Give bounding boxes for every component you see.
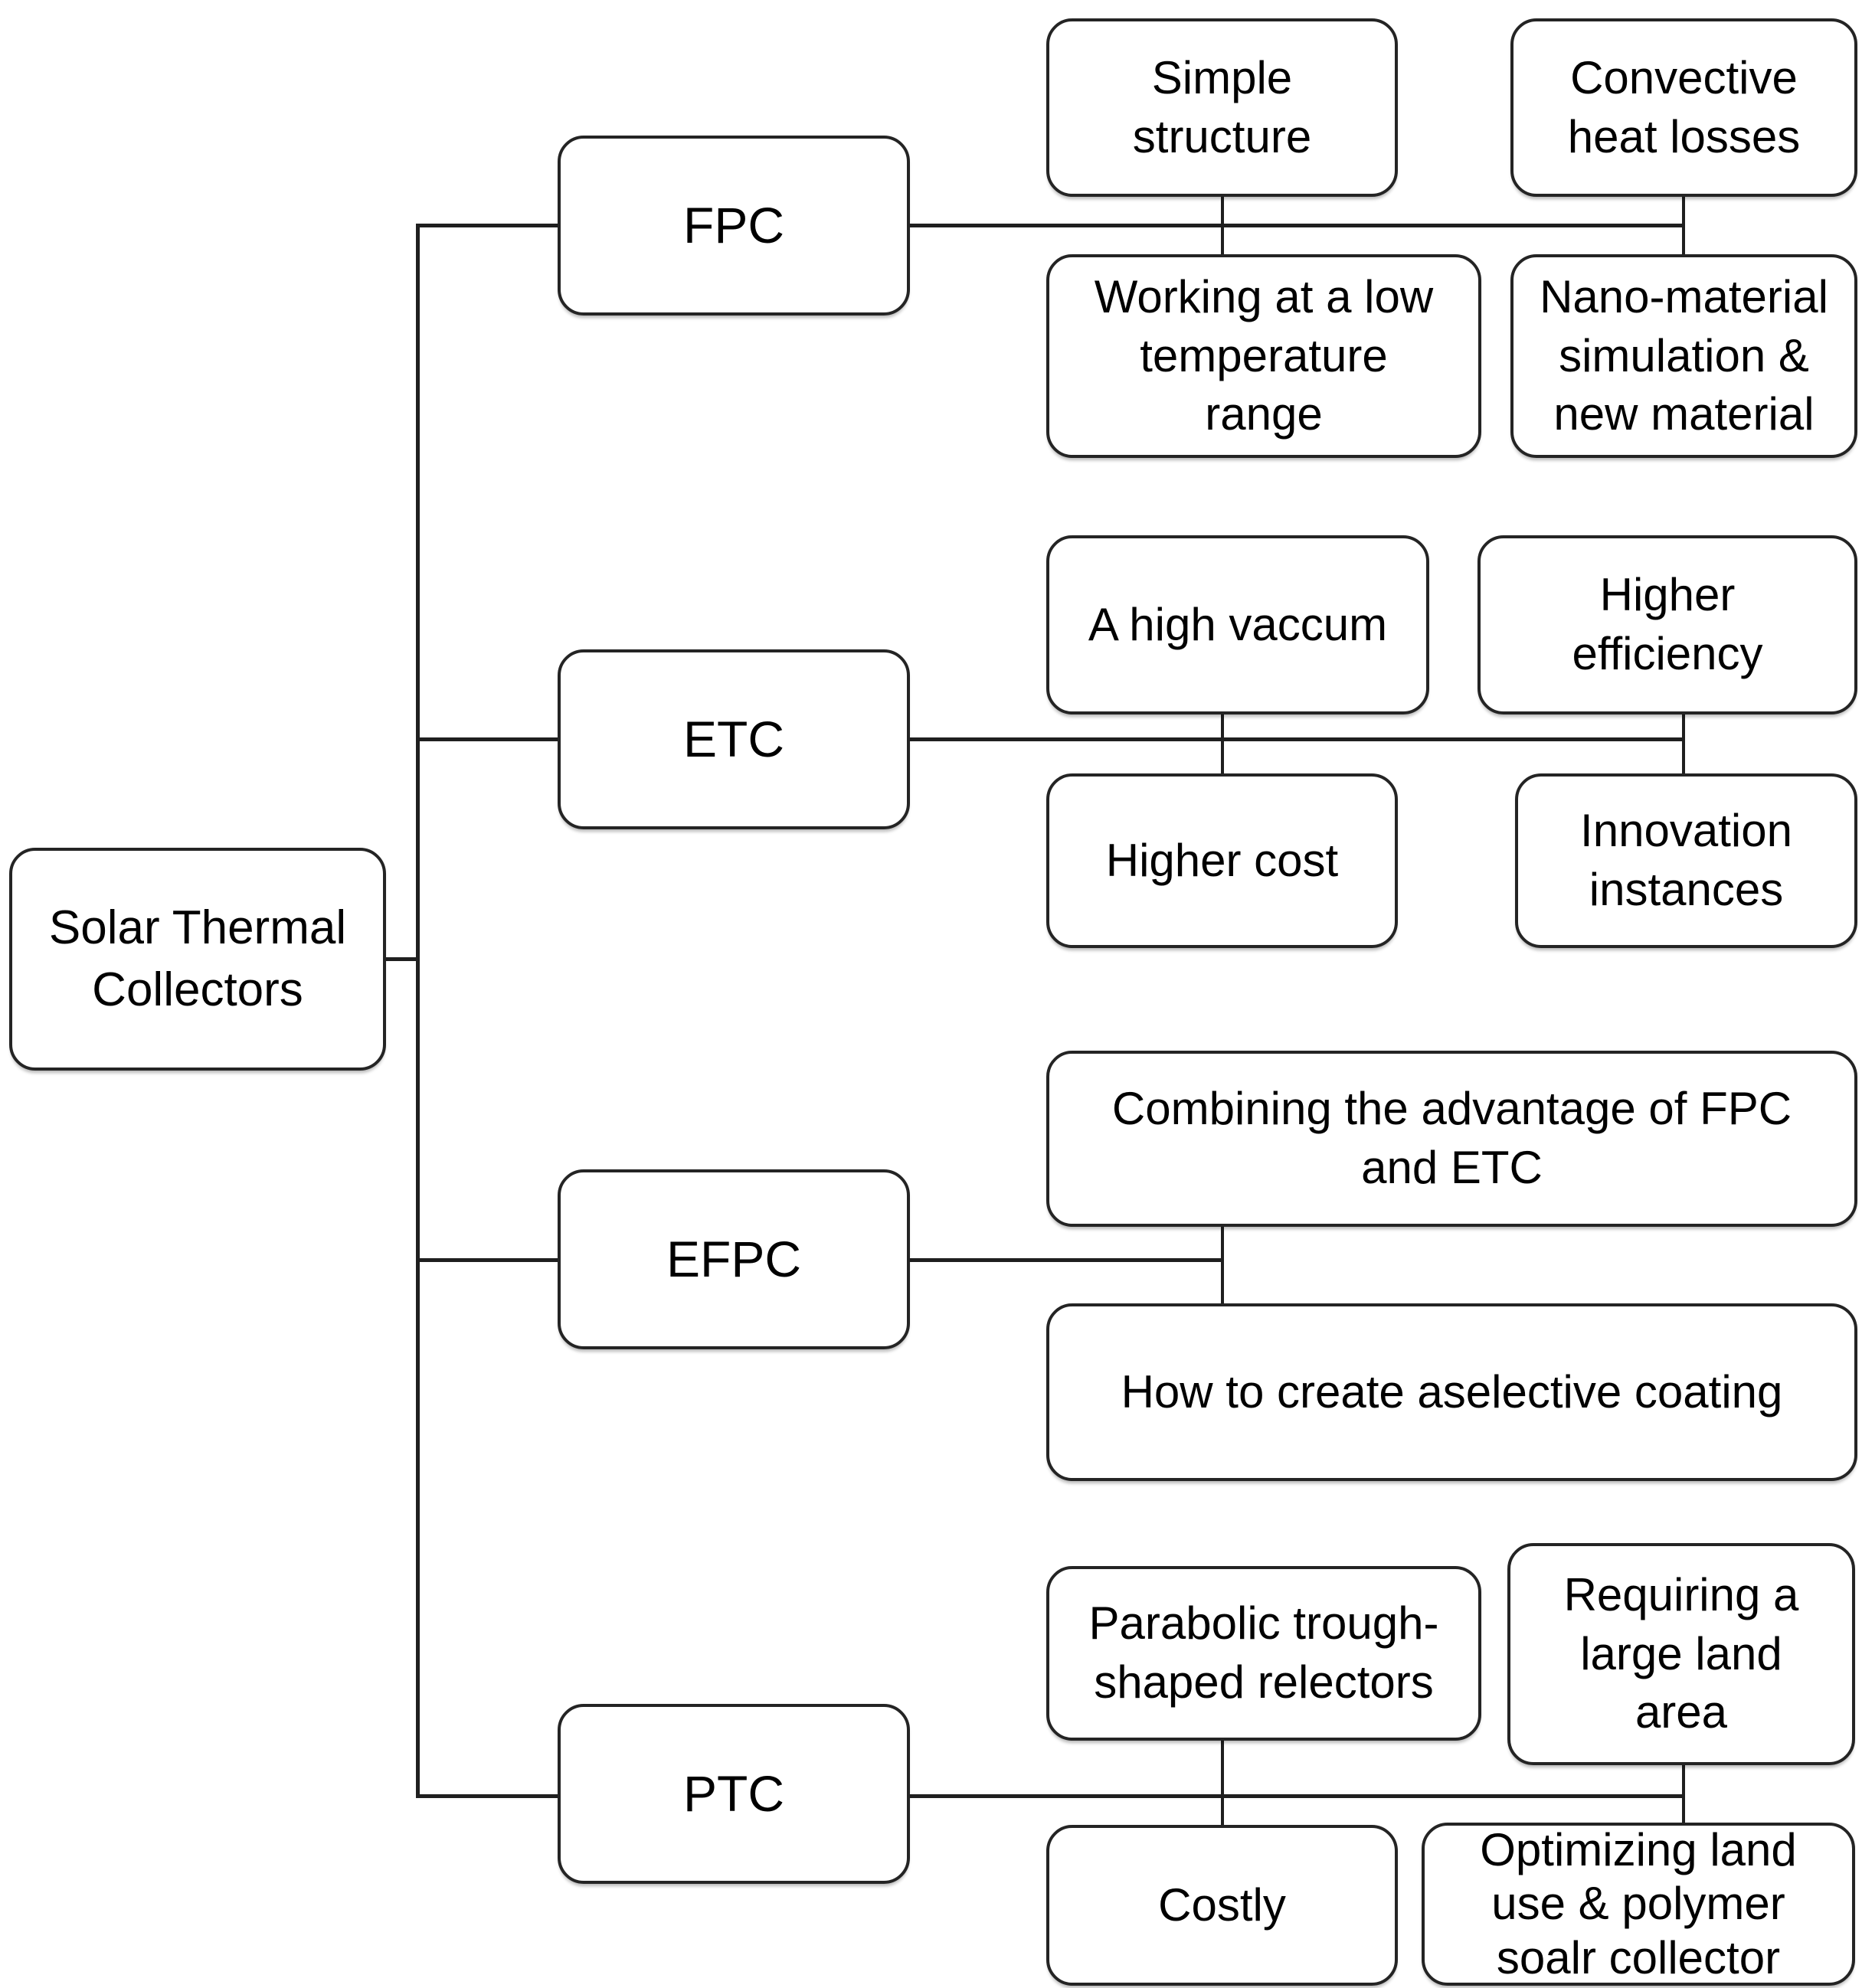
connector-etc-stub-right — [1682, 713, 1685, 773]
connector-root-link — [386, 957, 417, 961]
node-high-vaccum: A high vaccum — [1046, 535, 1429, 714]
node-high-vaccum-label: A high vaccum — [1088, 598, 1388, 650]
node-etc-label: ETC — [683, 711, 784, 768]
node-simple-structure: Simple structure — [1046, 18, 1398, 197]
node-ptc: PTC — [558, 1704, 910, 1884]
connector-ptc-branch-right — [910, 1794, 1684, 1798]
node-costly-label: Costly — [1158, 1878, 1286, 1931]
node-nano-material-simulation-label: Nano-material simulation & new material — [1540, 270, 1828, 440]
node-higher-cost: Higher cost — [1046, 773, 1398, 948]
node-costly: Costly — [1046, 1825, 1398, 1986]
connector-efpc-branch-right — [910, 1258, 1224, 1262]
node-innovation-instances-label: Innovation instances — [1580, 805, 1792, 915]
connector-etc-branch-left — [418, 737, 558, 741]
node-optimizing-land-use-label: Optimizing land use & polymer soalr coll… — [1480, 1824, 1797, 1983]
connector-efpc-branch-left — [418, 1258, 558, 1262]
node-efpc: EFPC — [558, 1169, 910, 1349]
node-selective-coating: How to create aselective coating — [1046, 1303, 1857, 1481]
node-optimizing-land-use: Optimizing land use & polymer soalr coll… — [1422, 1823, 1855, 1986]
connector-fpc-branch-left — [418, 224, 558, 227]
node-nano-material-simulation: Nano-material simulation & new material — [1510, 254, 1857, 458]
node-combining-advantage: Combining the advantage of FPC and ETC — [1046, 1051, 1857, 1227]
connector-etc-branch-right — [910, 737, 1684, 741]
node-fpc: FPC — [558, 136, 910, 316]
connector-etc-stub-left — [1221, 713, 1224, 773]
node-convective-heat-losses: Convective heat losses — [1510, 18, 1857, 197]
node-higher-efficiency: Higher efficiency — [1477, 535, 1857, 714]
connector-fpc-branch-right — [910, 224, 1684, 227]
node-parabolic-reflectors-label: Parabolic trough- shaped relectors — [1088, 1597, 1439, 1708]
node-requiring-large-land-label: Requiring a large land area — [1563, 1568, 1799, 1738]
connector-fpc-stub-right — [1682, 195, 1685, 254]
connector-ptc-stub-left — [1221, 1739, 1224, 1826]
node-efpc-label: EFPC — [666, 1231, 802, 1288]
node-innovation-instances: Innovation instances — [1515, 773, 1857, 948]
node-fpc-label: FPC — [683, 197, 784, 254]
node-ptc-label: PTC — [683, 1765, 784, 1823]
node-parabolic-reflectors: Parabolic trough- shaped relectors — [1046, 1566, 1481, 1741]
node-working-low-temperature-label: Working at a low temperature range — [1094, 270, 1434, 440]
connector-trunk-vertical — [416, 224, 420, 1798]
connector-fpc-stub-left — [1221, 195, 1224, 254]
node-convective-heat-losses-label: Convective heat losses — [1567, 51, 1801, 162]
node-higher-cost-label: Higher cost — [1105, 834, 1339, 886]
node-combining-advantage-label: Combining the advantage of FPC and ETC — [1111, 1083, 1792, 1193]
node-requiring-large-land: Requiring a large land area — [1507, 1543, 1855, 1765]
connector-ptc-branch-left — [418, 1794, 558, 1798]
node-selective-coating-label: How to create aselective coating — [1121, 1365, 1783, 1417]
node-higher-efficiency-label: Higher efficiency — [1572, 569, 1763, 679]
node-working-low-temperature: Working at a low temperature range — [1046, 254, 1481, 458]
node-etc: ETC — [558, 649, 910, 829]
connector-ptc-stub-right — [1682, 1764, 1685, 1824]
connector-efpc-stub — [1221, 1225, 1224, 1303]
node-solar-thermal-collectors: Solar Thermal Collectors — [9, 848, 386, 1071]
node-solar-thermal-collectors-label: Solar Thermal Collectors — [48, 901, 347, 1016]
node-simple-structure-label: Simple structure — [1132, 51, 1312, 162]
